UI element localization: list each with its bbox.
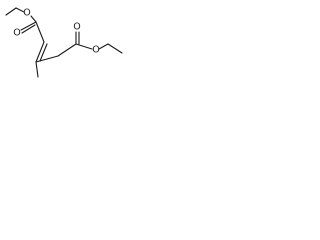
bond-ester1-carbonyl-double-b	[21, 24, 36, 34]
bond-ester2-carbonyl-o	[75, 43, 93, 50]
bond-alkene-double-b	[39, 43, 48, 62]
bond-alkene-double-a	[35, 41, 45, 63]
bond-ethyl2-ch2-ch3	[107, 43, 123, 54]
bond-ethyl1-ch3-ch2	[5, 7, 17, 16]
bond-alkene-ch2	[35, 55, 59, 63]
atom-ester1-carbonyl-oxygen: O	[13, 28, 20, 39]
atom-ester2-carbonyl-oxygen: O	[73, 22, 80, 33]
bond-ester1-carbonyl-double-a	[20, 21, 37, 31]
bond-ester1-c-vinyl-ch	[35, 21, 45, 43]
bond-ethyl2-o-ch2	[98, 43, 109, 50]
bond-methyl	[35, 61, 39, 78]
atom-ester1-ether-oxygen: O	[23, 8, 30, 19]
bond-ch2-ester2-carbonyl	[57, 43, 77, 57]
atom-ester2-ether-oxygen: O	[92, 45, 99, 56]
bond-ethyl1-ch2-o	[15, 7, 25, 13]
structural-formula: O O O O	[5, 7, 123, 78]
bond-ester1-o-carbonyl-c	[30, 15, 37, 23]
